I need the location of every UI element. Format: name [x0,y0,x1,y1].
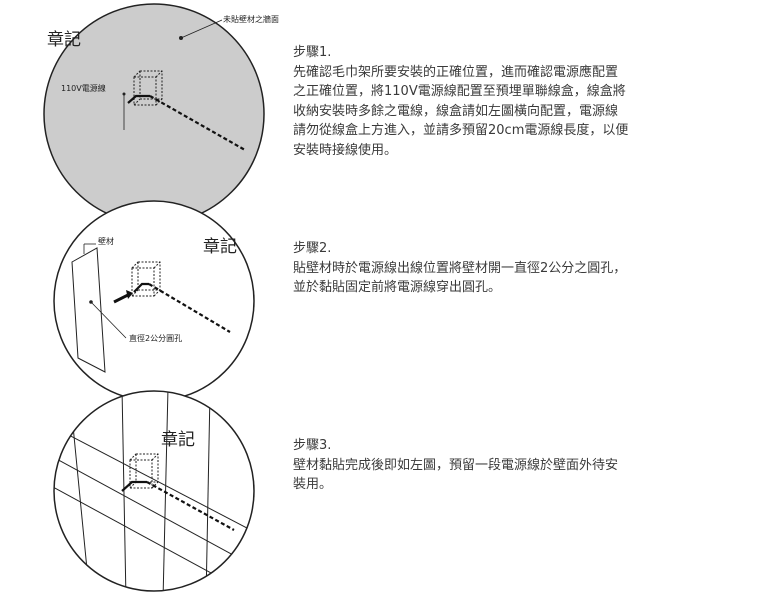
step-1-line: 先確認毛巾架所要安裝的正確位置，進而確認電源應配置 [293,64,619,80]
step-1: 步驟1. 先確認毛巾架所要安裝的正確位置，進而確認電源應配置 之正確位置，將11… [293,43,753,160]
step-2-title: 步驟2. [293,241,332,256]
step-2-line: 貼壁材時於電源線出線位置將壁材開一直徑2公分之圓孔， [293,260,627,276]
unpasted-wall-label: 未貼壁材之牆面 [223,15,279,24]
step-3-title: 步驟3. [293,438,332,453]
step-1-title: 步驟1. [293,45,332,60]
figure-3-finished-wall [53,390,255,592]
step-3-line: 壁材黏貼完成後即如左圖，預留一段電源線於壁面外待安 [293,457,619,473]
hole-2cm-label: 直徑2公分圓孔 [129,334,183,343]
step-1-line: 安裝時接線使用。 [293,142,398,158]
step-3: 步驟3. 壁材黏貼完成後即如左圖，預留一段電源線於壁面外待安 裝用。 [293,436,753,495]
step-2: 步驟2. 貼壁材時於電源線出線位置將壁材開一直徑2公分之圓孔， 並於黏貼固定前將… [293,239,753,298]
wall-material-label: 壁材 [98,237,114,246]
stamp-mark-2: 章記 [203,237,237,257]
figure-1-unpasted-wall [43,3,265,225]
step-3-line: 裝用。 [293,477,333,492]
step-1-line: 之正確位置，將110V電源線配置至預埋單聯線盒，線盒將 [293,84,626,99]
figure-2-wall-material-hole [53,200,255,402]
stamp-mark-1: 章記 [47,30,81,50]
cable-110v-label: 110V電源線 [61,84,106,93]
step-2-line: 並於黏貼固定前將電源線穿出圓孔。 [293,280,502,295]
installation-diagrams [43,3,265,592]
step-1-line: 收納安裝時多餘之電線，線盒請如左圖橫向配置，電源線 [293,103,619,119]
step-1-line: 請勿從線盒上方進入，並請多預留20cm電源線長度，以便 [293,123,629,138]
stamp-mark-3: 章記 [161,430,195,450]
